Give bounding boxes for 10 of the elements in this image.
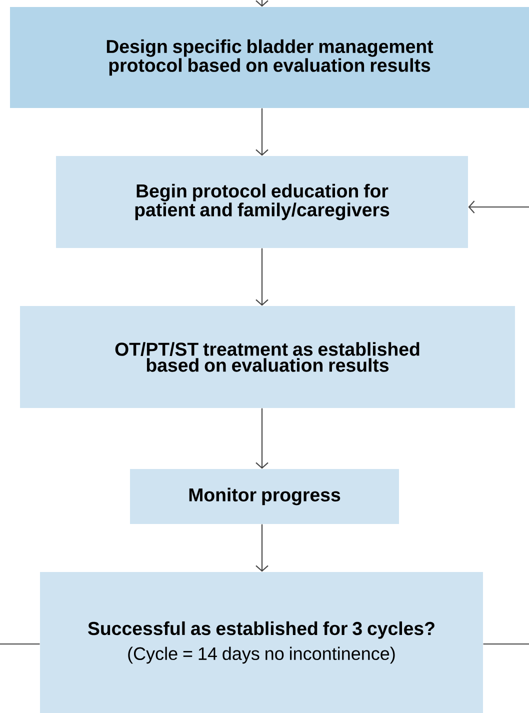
arrow (468, 200, 529, 214)
process-box: OT/PT/ST treatment as established based on evaluation results (20, 306, 515, 408)
arrow (256, 524, 268, 572)
process-box: Begin protocol education for patient and family/caregivers (56, 156, 468, 248)
arrow (256, 248, 268, 306)
arrow (256, 408, 268, 469)
process-box: Design specific bladder management protocol based on evaluation results (10, 7, 529, 108)
arrow (256, 108, 268, 156)
process-box: Successful as established for 3 cycles? (Cycle = 14 days no incontinence) (40, 572, 483, 713)
process-box: Monitor progress (130, 469, 399, 524)
